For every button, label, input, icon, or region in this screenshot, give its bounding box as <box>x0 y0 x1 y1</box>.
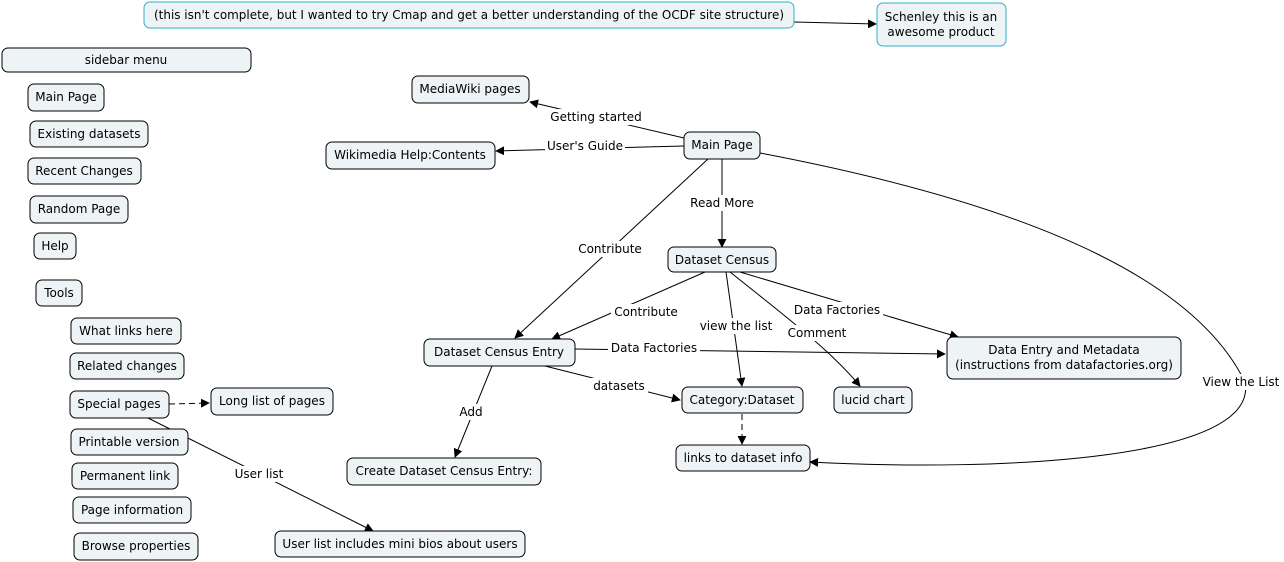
svg-text:awesome product: awesome product <box>887 25 994 39</box>
node-special-pages: Special pages <box>69 390 170 419</box>
label-data-factories-entry: Data Factories <box>608 340 700 356</box>
node-mediawiki-pages: MediaWiki pages <box>411 75 530 104</box>
node-page-information: Page information <box>72 496 192 524</box>
node-sidebar-help: Help <box>33 232 77 260</box>
svg-text:Help: Help <box>41 239 68 253</box>
node-create-dataset-census-entry: Create Dataset Census Entry: <box>346 457 542 486</box>
node-user-list-bios: User list includes mini bios about users <box>274 530 526 558</box>
label-data-factories-census: Data Factories <box>791 302 883 318</box>
label-user-list: User list <box>231 466 287 482</box>
svg-text:Special pages: Special pages <box>77 397 160 411</box>
svg-text:Create Dataset Census Entry:: Create Dataset Census Entry: <box>356 464 533 478</box>
svg-text:What links here: What links here <box>79 324 173 338</box>
label-comment: Comment <box>785 325 849 341</box>
svg-text:User's Guide: User's Guide <box>547 139 623 153</box>
node-dataset-census-entry: Dataset Census Entry <box>423 338 576 367</box>
label-view-the-list-main: View the List <box>1200 374 1284 390</box>
svg-text:Related changes: Related changes <box>77 359 177 373</box>
node-sidebar-menu: sidebar menu <box>1 47 252 73</box>
svg-text:Dataset Census Entry: Dataset Census Entry <box>434 345 564 359</box>
node-printable-version: Printable version <box>70 428 189 456</box>
label-contribute-main: Contribute <box>575 241 645 257</box>
node-lucid-chart: lucid chart <box>833 386 913 414</box>
label-contribute-census: Contribute <box>611 304 681 320</box>
label-view-the-list-census: view the list <box>696 318 776 334</box>
edge-note-to-schenley <box>793 19 877 29</box>
node-sidebar-tools: Tools <box>35 279 83 307</box>
svg-text:Add: Add <box>459 405 482 419</box>
node-note: (this isn't complete, but I wanted to tr… <box>143 1 795 29</box>
label-getting-started: Getting started <box>548 109 644 125</box>
node-main-page: Main Page <box>683 131 761 160</box>
svg-text:(this isn't complete, but I wa: (this isn't complete, but I wanted to tr… <box>154 8 784 22</box>
node-browse-properties: Browse properties <box>73 532 199 561</box>
svg-text:Comment: Comment <box>788 326 847 340</box>
node-category-dataset: Category:Dataset <box>681 386 804 414</box>
svg-text:Category:Dataset: Category:Dataset <box>690 393 795 407</box>
node-data-entry-metadata: Data Entry and Metadata (instructions fr… <box>946 336 1182 380</box>
svg-text:Read More: Read More <box>690 196 754 210</box>
svg-text:Contribute: Contribute <box>614 305 678 319</box>
node-related-changes: Related changes <box>69 352 185 380</box>
label-datasets: datasets <box>590 378 648 394</box>
svg-text:Permanent link: Permanent link <box>80 469 170 483</box>
node-dataset-census: Dataset Census <box>667 246 777 273</box>
svg-text:User list includes mini bios a: User list includes mini bios about users <box>282 537 517 551</box>
label-users-guide: User's Guide <box>545 138 625 154</box>
svg-text:Data Entry and Metadata: Data Entry and Metadata <box>988 343 1139 357</box>
svg-text:Wikimedia Help:Contents: Wikimedia Help:Contents <box>334 148 486 162</box>
svg-text:Data Factories: Data Factories <box>794 303 880 317</box>
svg-text:Getting started: Getting started <box>550 110 641 124</box>
node-sidebar-main-page: Main Page <box>27 83 105 112</box>
node-what-links-here: What links here <box>70 317 182 345</box>
svg-text:sidebar menu: sidebar menu <box>85 53 168 67</box>
svg-text:Dataset Census: Dataset Census <box>675 253 769 267</box>
svg-text:Main Page: Main Page <box>691 138 753 152</box>
svg-text:User list: User list <box>235 467 284 481</box>
node-sidebar-existing-datasets: Existing datasets <box>29 120 149 148</box>
svg-text:Main Page: Main Page <box>35 90 97 104</box>
node-sidebar-random-page: Random Page <box>29 195 129 224</box>
svg-text:Contribute: Contribute <box>578 242 642 256</box>
node-sidebar-recent-changes: Recent Changes <box>27 157 142 185</box>
svg-text:MediaWiki pages: MediaWiki pages <box>419 82 520 96</box>
svg-text:Printable version: Printable version <box>78 435 179 449</box>
svg-text:Existing datasets: Existing datasets <box>38 127 141 141</box>
node-schenley: Schenley this is an awesome product <box>876 2 1007 47</box>
node-wikimedia-help: Wikimedia Help:Contents <box>325 141 496 170</box>
edge-labels: Getting started User's Guide Read More C… <box>231 109 1284 482</box>
svg-text:(instructions from datafactori: (instructions from datafactories.org) <box>955 358 1173 372</box>
svg-text:Schenley this is an: Schenley this is an <box>885 10 998 24</box>
svg-text:links to dataset info: links to dataset info <box>684 451 803 465</box>
svg-text:Page information: Page information <box>81 503 183 517</box>
svg-text:Recent Changes: Recent Changes <box>35 164 132 178</box>
svg-text:Long list of pages: Long list of pages <box>219 394 325 408</box>
svg-text:Data Factories: Data Factories <box>611 341 697 355</box>
svg-text:Random Page: Random Page <box>38 202 121 216</box>
node-links-to-dataset-info: links to dataset info <box>675 444 811 472</box>
node-long-list-of-pages: Long list of pages <box>210 387 334 416</box>
nodes: (this isn't complete, but I wanted to tr… <box>1 1 1182 561</box>
label-add: Add <box>456 404 486 420</box>
svg-text:Tools: Tools <box>43 286 74 300</box>
svg-text:lucid chart: lucid chart <box>841 393 905 407</box>
node-permanent-link: Permanent link <box>71 462 179 490</box>
label-read-more: Read More <box>688 195 756 211</box>
edge-special-to-long-list <box>168 398 210 408</box>
svg-text:Browse properties: Browse properties <box>82 539 191 553</box>
svg-text:View the List: View the List <box>1203 375 1280 389</box>
svg-text:view the list: view the list <box>700 319 773 333</box>
svg-text:datasets: datasets <box>593 379 645 393</box>
